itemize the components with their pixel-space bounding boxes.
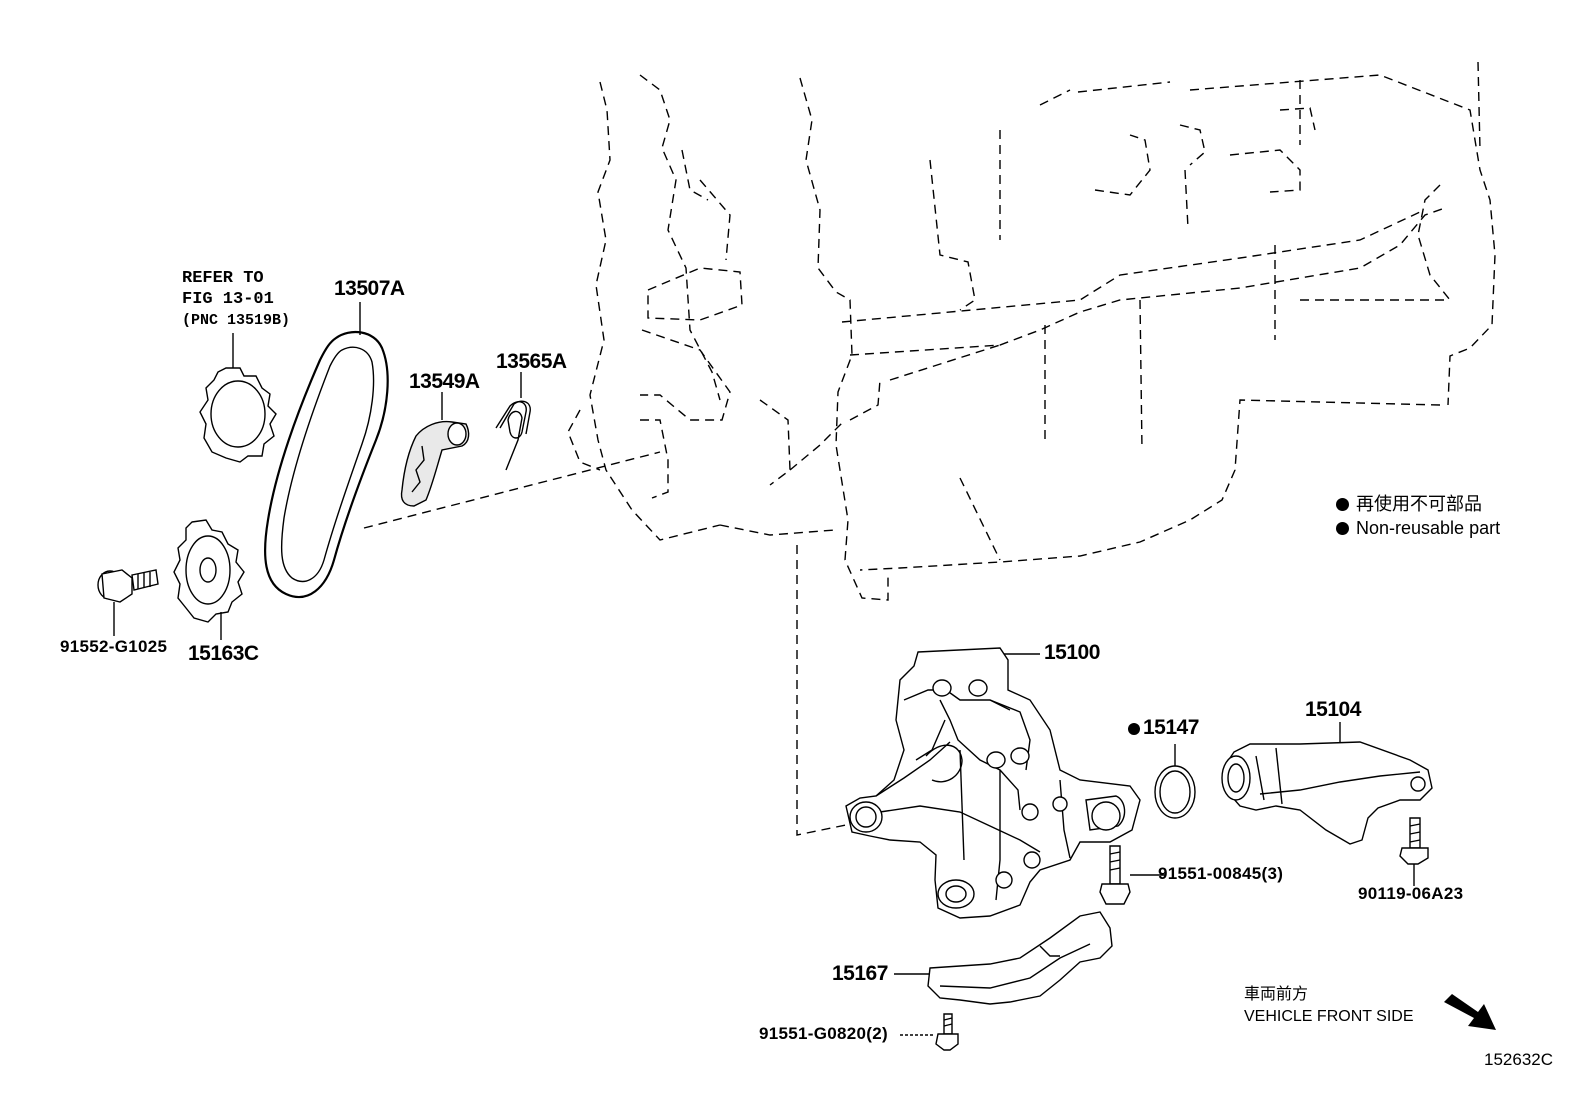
non-reusable-dot-icon [1128,723,1140,735]
front-direction-en: VEHICLE FRONT SIDE [1244,1008,1414,1025]
sprocket-bolt [97,569,159,636]
part-label-15147-text: 15147 [1143,716,1199,739]
legend-en: Non-reusable part [1356,518,1501,538]
oil-baffle-plate [894,911,1113,1005]
oil-pump-assembly [845,647,1141,919]
pump-leader-line [796,545,847,836]
part-label-90119-06A23: 90119-06A23 [1358,884,1464,903]
strainer-bolt [1399,817,1429,886]
part-label-91552-G1025: 91552-G1025 [60,637,168,656]
part-label-91551-G0820: 91551-G0820(2) [759,1024,888,1043]
front-direction-note: 車両前方 VEHICLE FRONT SIDE [1244,984,1414,1028]
front-direction-arrow-icon [1444,994,1496,1030]
engine-block-outline [567,61,1496,601]
figure-id: 152632C [1484,1050,1554,1069]
o-ring [1154,744,1196,819]
part-label-13507A: 13507A [334,277,405,300]
reference-note-line3: (PNC 13519B) [182,312,291,329]
chain-tensioner-slipper [400,392,470,507]
legend-en-row: Non-reusable part [1336,516,1500,540]
reference-note-line2: FIG 13-01 [182,290,274,309]
part-label-13549A: 13549A [409,370,480,393]
part-label-15147: 15147 [1128,716,1199,740]
reference-note: REFER TO FIG 13-01 (PNC 13519B) [182,268,290,331]
oil-pump-drive-chain [263,302,389,599]
part-label-15163C: 15163C [188,642,259,665]
oil-strainer [1221,722,1433,845]
non-reusable-dot-icon [1336,522,1349,535]
legend-jp-row: 再使用不可部品 [1336,492,1500,516]
reference-note-line1: REFER TO [182,269,264,288]
non-reusable-dot-icon [1336,498,1349,511]
tensioner-spring [495,372,531,471]
part-label-13565A: 13565A [496,350,567,373]
legend: 再使用不可部品 Non-reusable part [1336,492,1500,540]
chain-leader-line [363,451,661,529]
oil-pump-sprocket [173,519,245,640]
legend-jp: 再使用不可部品 [1356,494,1482,514]
pump-mounting-bolt [1099,845,1165,905]
part-label-15100: 15100 [1044,641,1100,664]
crank-sprocket-upper [199,333,277,463]
part-label-15167: 15167 [832,962,888,985]
part-label-91551-00845: 91551-00845(3) [1158,864,1284,883]
part-label-15104: 15104 [1305,698,1361,721]
front-direction-jp: 車両前方 [1244,986,1309,1003]
baffle-bolt [900,1013,959,1051]
